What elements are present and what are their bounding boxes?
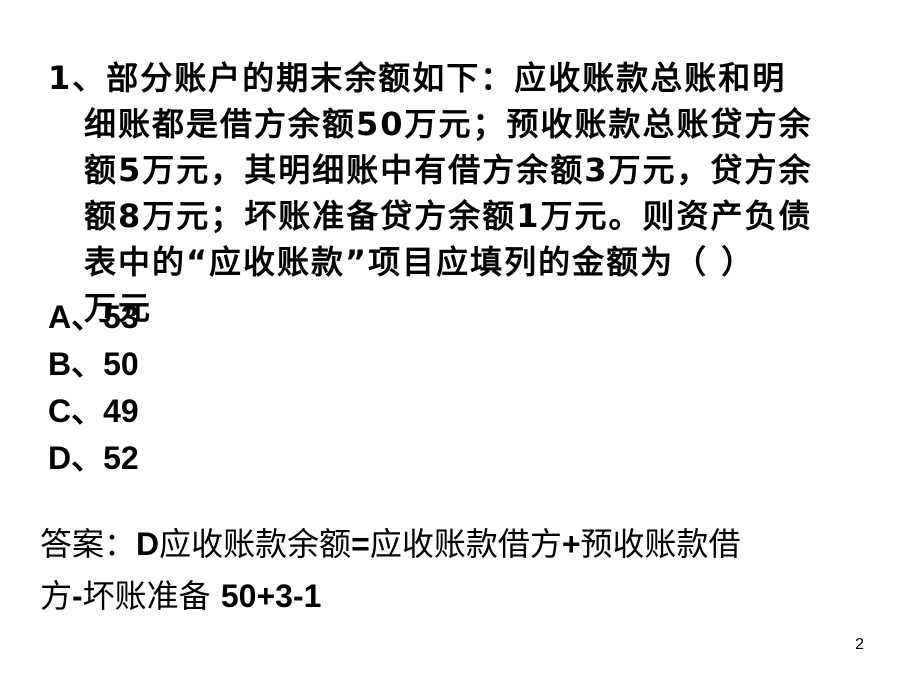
question-line: 1、部分账户的期末余额如下：应收账款总账和明 bbox=[48, 59, 787, 97]
answer-line-1: 答案：D应收账款余额=应收账款借方+预收账款借 bbox=[40, 518, 870, 570]
answer-text: 方 bbox=[40, 577, 73, 615]
answer-operator: - bbox=[72, 578, 83, 614]
answer-operator: = bbox=[351, 526, 370, 562]
answer-choice: D bbox=[136, 526, 160, 562]
answer-prefix: 答案： bbox=[40, 525, 137, 563]
answer-explanation: 答案：D应收账款余额=应收账款借方+预收账款借 方-坏账准备 50+3-1 bbox=[40, 518, 870, 622]
question-line: 表中的“应收账款”项目应填列的金额为（ ） bbox=[84, 243, 756, 281]
answer-line-2: 方-坏账准备 50+3-1 bbox=[40, 570, 870, 622]
page-number: 2 bbox=[855, 636, 864, 653]
question-line: 额8万元；坏账准备贷方余额1万元。则资产负债 bbox=[84, 197, 813, 235]
question-text: 1、部分账户的期末余额如下：应收账款总账和明 细账都是借方余额50万元；预收账款… bbox=[48, 55, 848, 331]
question-line: 额5万元，其明细账中有借方余额3万元，贷方余 bbox=[84, 151, 813, 189]
option-c: C、49 bbox=[48, 393, 139, 429]
answer-text: 应收账款余额 bbox=[159, 525, 352, 563]
option-d: D、52 bbox=[48, 440, 139, 476]
answer-operator: + bbox=[561, 526, 581, 562]
answer-text: 坏账准备 bbox=[82, 577, 221, 615]
option-b: B、50 bbox=[48, 346, 139, 382]
question-line: 万元 bbox=[84, 289, 153, 327]
answer-calculation: 50+3-1 bbox=[220, 578, 322, 614]
option-a: A、53 bbox=[48, 299, 139, 335]
answer-text: 应收账款借方 bbox=[369, 525, 562, 563]
answer-options: A、53 B、50 C、49 D、52 bbox=[48, 294, 139, 482]
question-line: 细账都是借方余额50万元；预收账款总账贷方余 bbox=[84, 105, 813, 143]
answer-text: 预收账款借 bbox=[580, 525, 741, 563]
